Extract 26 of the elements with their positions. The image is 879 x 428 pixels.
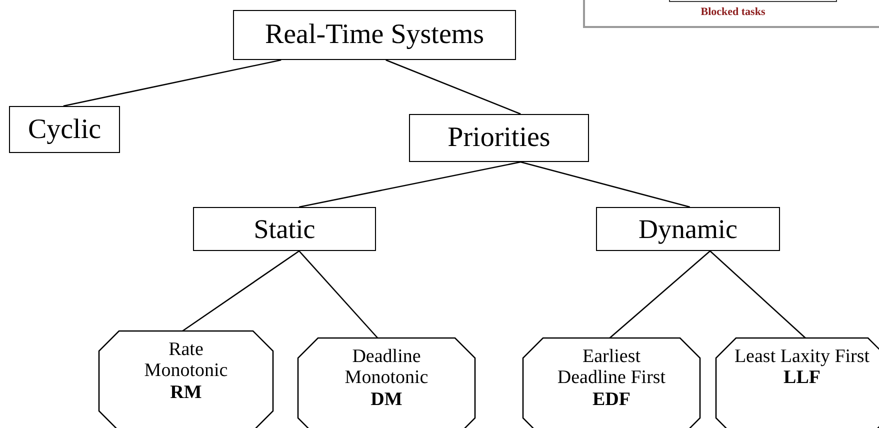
connector-line: [298, 250, 378, 338]
connector-line: [182, 250, 300, 332]
process-box: Dynamic: [596, 207, 780, 251]
node-label: Deadline Monotonic: [344, 346, 430, 389]
octagon-node: [298, 338, 475, 428]
process-box: Real-Time Systems: [233, 10, 516, 60]
process-box: Priorities: [409, 114, 589, 162]
node-label: Earliest Deadline First: [556, 346, 667, 389]
abbreviation-label: RM: [170, 382, 202, 403]
node-label: Least Laxity First: [734, 346, 870, 368]
connector-line: [520, 161, 690, 208]
abbreviation-label: LLF: [784, 367, 820, 389]
octagon-node: [99, 331, 273, 428]
node-label: Rate Monotonic: [143, 339, 229, 382]
process-box: Cyclic: [9, 106, 120, 153]
connector-line: [609, 250, 710, 338]
octagon-node: [523, 338, 700, 428]
process-box: Static: [193, 207, 376, 251]
connector-line: [299, 161, 521, 208]
abbreviation-label: EDF: [592, 388, 630, 410]
panel-caption: Blocked tasks: [700, 6, 766, 18]
connector-line: [710, 250, 806, 338]
connector-line: [386, 59, 521, 115]
abbreviation-label: DM: [370, 388, 402, 410]
octagon-node: [716, 338, 879, 428]
connector-line: [63, 59, 282, 107]
